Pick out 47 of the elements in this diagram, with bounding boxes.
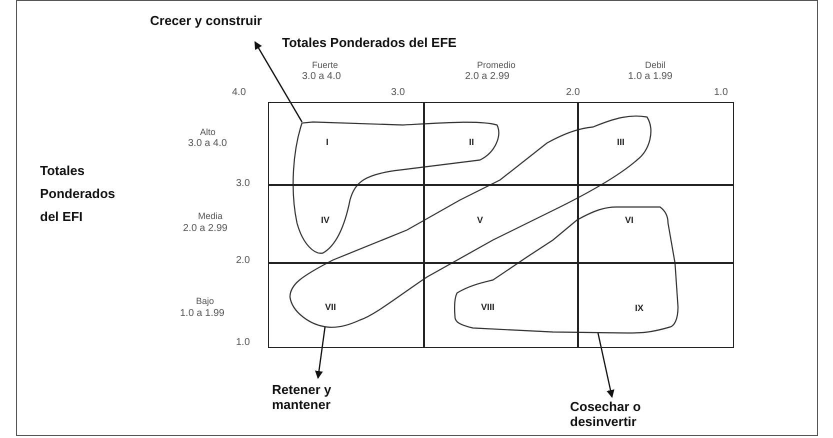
leader-arrow: [597, 332, 614, 398]
axis-title: Totales Ponderados del EFE: [282, 36, 457, 51]
axis-range: 1.0 a 1.99: [180, 308, 224, 320]
grouping-outline: [289, 115, 652, 328]
roman-numeral: IX: [635, 303, 644, 313]
roman-numeral: VIII: [481, 302, 495, 312]
matrix-cell: [268, 262, 424, 348]
tick-label: 2.0: [236, 255, 250, 266]
axis-range: 3.0 a 4.0: [188, 138, 227, 150]
roman-numeral: VII: [325, 302, 336, 312]
axis-range: 2.0 a 2.99: [465, 71, 510, 82]
tick-label: 4.0: [232, 87, 246, 98]
tick-label: 1.0: [714, 87, 728, 98]
matrix-cell: [268, 184, 424, 264]
grouping-outline: [292, 121, 500, 254]
axis-range: 1.0 a 1.99: [628, 71, 672, 82]
matrix-cell: [577, 262, 734, 348]
axis-category: Media: [198, 211, 223, 222]
tick-label: 3.0: [236, 178, 250, 190]
strategy-label: Retener y mantener: [272, 383, 372, 413]
leader-arrow: [315, 326, 326, 379]
matrix-cell: [577, 102, 734, 186]
matrix-cell: [423, 262, 578, 348]
leader-arrow: [254, 41, 303, 122]
strategy-label: Crecer y construir: [150, 14, 280, 29]
axis-range: 3.0 a 4.0: [302, 71, 341, 82]
matrix-cell: [577, 184, 734, 264]
roman-numeral: I: [326, 137, 329, 147]
axis-category: Debil: [645, 60, 666, 70]
tick-label: 3.0: [391, 87, 405, 98]
tick-label: 2.0: [566, 87, 580, 98]
roman-numeral: IV: [321, 215, 330, 225]
axis-category: Fuerte: [312, 60, 338, 70]
grouping-outline: [454, 206, 679, 334]
roman-numeral: II: [469, 137, 474, 147]
matrix-cell: [268, 102, 424, 186]
axis-range: 2.0 a 2.99: [183, 223, 228, 234]
axis-category: Alto: [200, 127, 216, 138]
roman-numeral: VI: [625, 215, 634, 225]
axis-title: Totales Ponderados del EFI: [40, 162, 116, 226]
axis-category: Promedio: [477, 60, 516, 70]
roman-numeral: V: [477, 215, 484, 225]
roman-numeral: III: [617, 137, 625, 147]
tick-label: 1.0: [236, 337, 250, 348]
axis-category: Bajo: [196, 296, 214, 306]
matrix-cell: [423, 102, 578, 186]
strategy-label: Cosechar o desinvertir: [570, 400, 670, 430]
